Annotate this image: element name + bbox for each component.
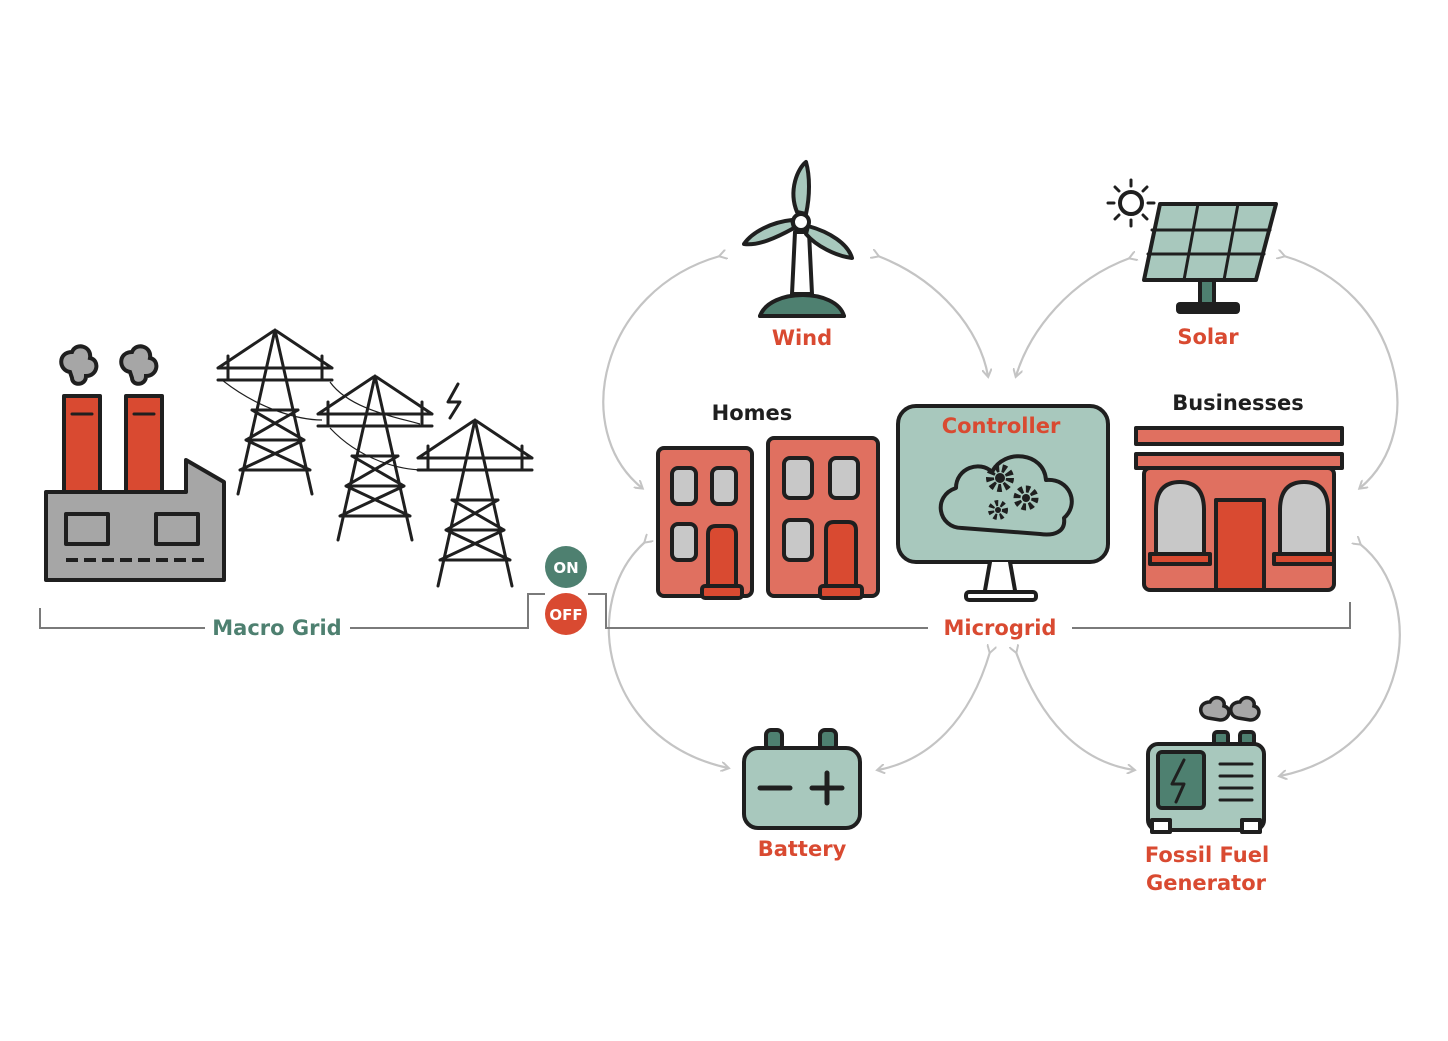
home-building-icon — [766, 436, 880, 600]
wind-turbine-icon — [742, 160, 854, 318]
switch-off-button[interactable] — [545, 593, 587, 635]
lightning-icon — [446, 382, 462, 420]
generator-label: Generator — [1146, 871, 1267, 895]
connector-arrows — [602, 256, 1401, 776]
solar-label: Solar — [1177, 325, 1239, 349]
home-building-icon — [656, 446, 754, 600]
battery-label: Battery — [758, 837, 847, 861]
macro-grid-label: Macro Grid — [212, 616, 341, 640]
solar-panel-icon — [1142, 202, 1278, 314]
switch-on-button[interactable] — [545, 546, 587, 588]
factory-icon — [44, 344, 226, 582]
generator-icon — [1146, 695, 1266, 834]
switch-off-label: OFF — [549, 606, 582, 624]
businesses-label: Businesses — [1172, 391, 1304, 415]
homes-label: Homes — [712, 401, 793, 425]
power-tower-icon — [216, 328, 534, 588]
business-building-icon — [1134, 426, 1344, 592]
microgrid-bracket — [588, 593, 1351, 629]
microgrid-label: Microgrid — [944, 616, 1057, 640]
switch-on-label: ON — [553, 559, 578, 577]
sun-icon — [1106, 178, 1156, 228]
wind-label: Wind — [772, 326, 832, 350]
grid-switch[interactable]: ON OFF — [545, 546, 587, 635]
fossil-fuel-label: Fossil Fuel — [1145, 843, 1269, 867]
cloud-gears-icon — [938, 454, 1074, 537]
macro-grid-bracket — [39, 593, 545, 629]
controller-label: Controller — [942, 414, 1061, 438]
battery-icon — [742, 728, 862, 830]
